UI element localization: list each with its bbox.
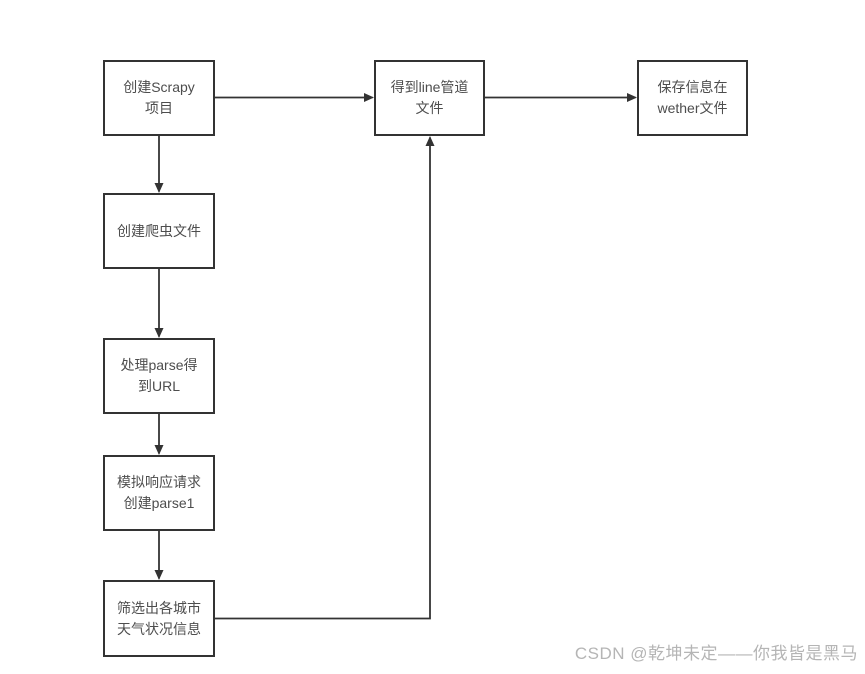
- csdn-watermark: CSDN @乾坤未定——你我皆是黑马: [574, 644, 858, 663]
- node-create-spider-file: 创建爬虫文件: [103, 193, 215, 269]
- node-label: 得到line管道 文件: [390, 79, 469, 116]
- node-label: 保存信息在 wether文件: [657, 79, 728, 116]
- node-label: 筛选出各城市 天气状况信息: [117, 599, 201, 637]
- node-save-info-in-wether-file: 保存信息在 wether文件: [637, 60, 748, 136]
- node-create-scrapy-project: 创建Scrapy 项目: [103, 60, 215, 136]
- node-filter-city-weather-info: 筛选出各城市 天气状况信息: [103, 580, 215, 657]
- arrow-filter-weather-to-pipeline-file: [215, 136, 435, 620]
- node-label: 创建Scrapy 项目: [123, 79, 195, 116]
- node-label: 创建爬虫文件: [117, 222, 201, 239]
- node-process-parse-get-url: 处理parse得 到URL: [103, 338, 215, 414]
- node-get-line-pipeline-file: 得到line管道 文件: [374, 60, 485, 136]
- node-label: 模拟响应请求 创建parse1: [117, 474, 201, 511]
- node-label: 处理parse得 到URL: [120, 357, 198, 394]
- node-simulate-response-create-parse1: 模拟响应请求 创建parse1: [103, 455, 215, 531]
